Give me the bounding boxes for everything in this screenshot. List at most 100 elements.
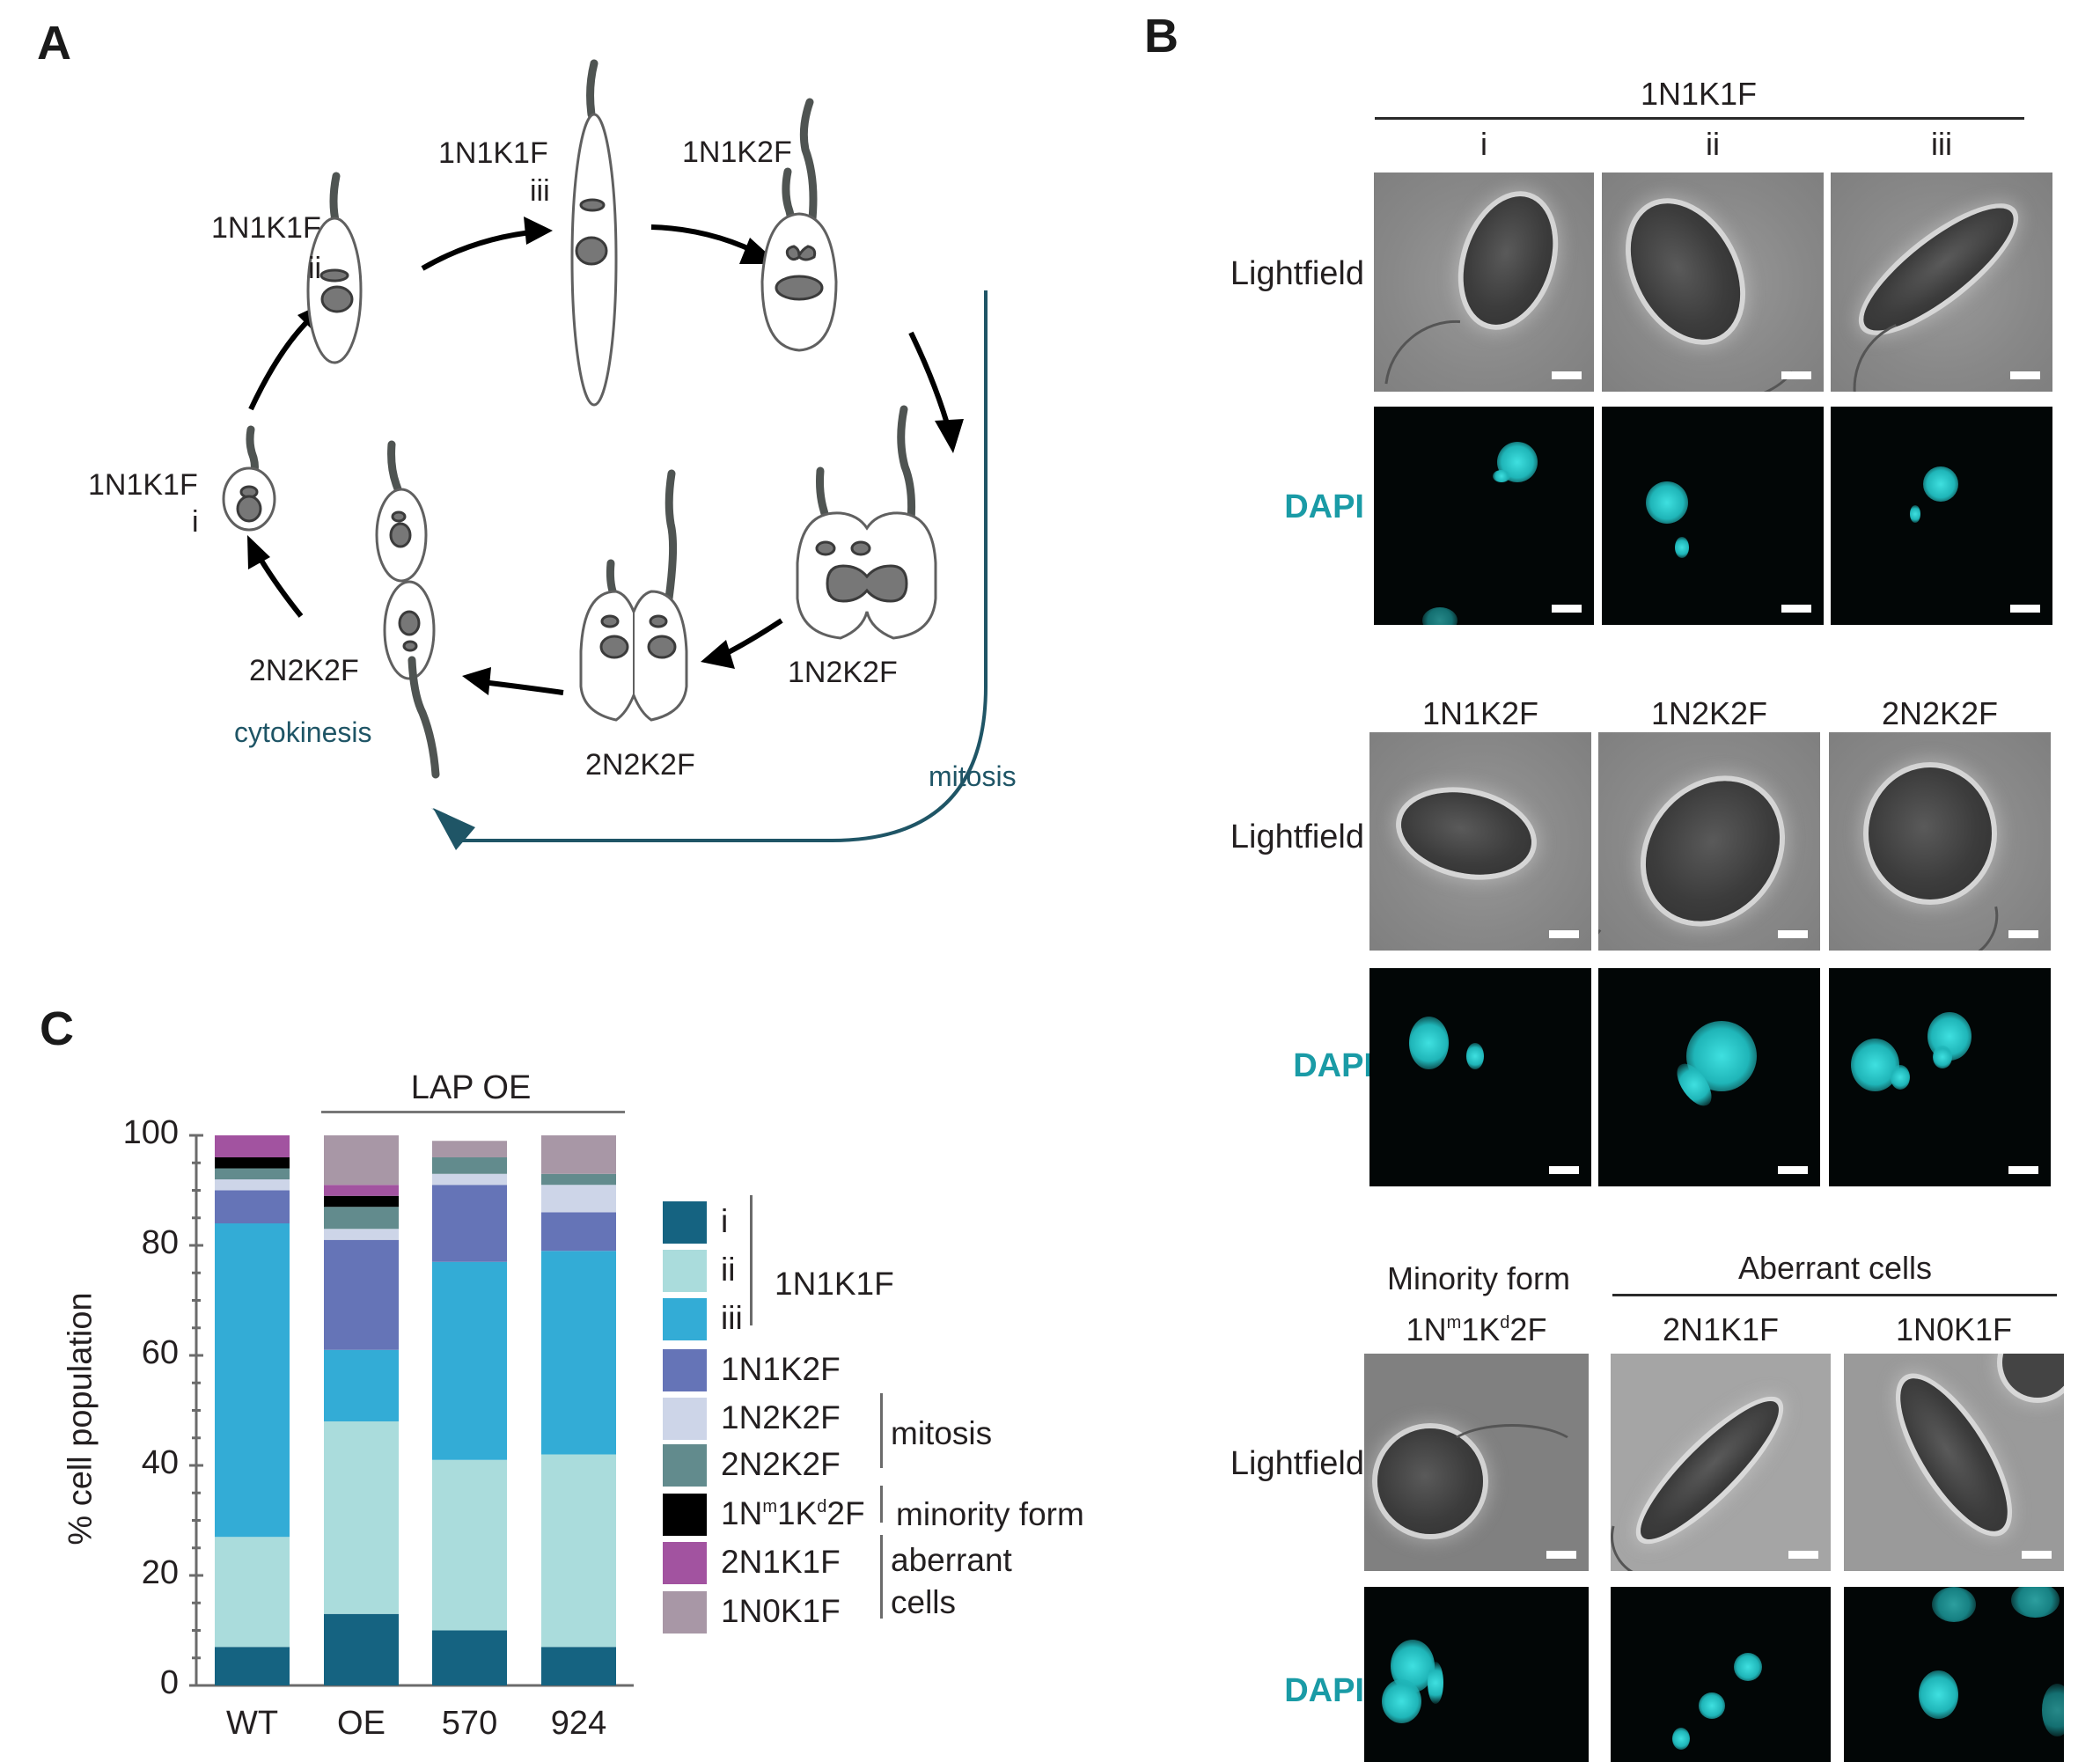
legend-swatch	[663, 1298, 707, 1340]
x-tick-label: 570	[441, 1705, 498, 1742]
bar-segment-wt-2n2k2f	[215, 1168, 290, 1179]
bar-segment-oe-iii	[324, 1349, 399, 1421]
col-label-iii: iii	[1931, 126, 1952, 162]
bar-segment-oe-ii	[324, 1421, 399, 1614]
y-tick-label: 40	[141, 1444, 179, 1481]
row-label-lightfield-1: Lightfield	[1230, 255, 1364, 292]
mitosis-label: mitosis	[929, 760, 1017, 792]
bar-segment-wt-ii	[215, 1537, 290, 1648]
cytokinesis-label: cytokinesis	[234, 716, 372, 748]
col-label-i: i	[1480, 126, 1487, 162]
legend-swatch	[663, 1444, 707, 1487]
stage-label-1n1k2f: 1N1K2F	[682, 136, 792, 169]
stacked-bar-chart	[189, 1134, 634, 1687]
bar-segment-570-2n2k2f	[432, 1157, 507, 1174]
legend-label: 1N2K2F	[721, 1399, 841, 1435]
bar-segment-oe-i	[324, 1613, 399, 1685]
legend-group-cells: cells	[891, 1584, 957, 1620]
cell-1n1k1f-i	[222, 425, 276, 532]
row-label-dapi-2: DAPI	[1293, 1047, 1373, 1084]
row-label-dapi-1: DAPI	[1284, 488, 1364, 525]
group1-rule	[1375, 117, 2024, 120]
x-tick-label: OE	[337, 1705, 385, 1742]
micrograph-dapi-2n2k2f	[1829, 968, 2051, 1186]
scale-bar	[2022, 1551, 2052, 1559]
micrograph-dapi-i	[1374, 407, 1594, 625]
micrograph-dapi-1n2k2f	[1598, 968, 1820, 1186]
bar-segment-924-2n2k2f	[541, 1173, 616, 1186]
col-label-2n2k2f: 2N2K2F	[1881, 695, 1999, 731]
label-part: 1N	[1406, 1311, 1447, 1347]
bar-segment-wt-i	[215, 1647, 290, 1685]
bar-segment-570-1n0k1f	[432, 1141, 507, 1157]
legend-swatch	[663, 1201, 707, 1244]
legend-swatch	[663, 1591, 707, 1634]
legend-swatch	[663, 1349, 707, 1391]
y-tick-label: 100	[122, 1114, 179, 1151]
label-sup: d	[1500, 1313, 1510, 1333]
scale-bar	[2010, 371, 2040, 379]
bar-segment-oe-1n0k1f	[324, 1135, 399, 1186]
x-tick-label: WT	[225, 1705, 279, 1742]
panel-c-letter: C	[40, 1002, 74, 1055]
legend-label: 2N2K2F	[721, 1446, 841, 1482]
legend-swatch	[663, 1398, 707, 1440]
bar-segment-wt-iii	[215, 1223, 290, 1538]
scale-bar	[2008, 930, 2038, 938]
cell-cycle-diagram: 1N1K1F i 1N1K1F ii 1N1K1F iii 1N1K2F 1N2…	[88, 59, 1017, 850]
x-tick-label: 924	[550, 1705, 607, 1742]
legend-label: 1N0K1F	[721, 1593, 841, 1629]
col-label-minority: 1Nm1Kd2F	[1364, 1311, 1589, 1348]
legend-label: i	[721, 1203, 729, 1239]
group1-header: 1N1K1F	[1640, 76, 1758, 112]
bar-segment-wt-2n1k1f	[215, 1135, 290, 1157]
scale-bar	[1778, 1166, 1808, 1174]
micrograph-lightfield-minority	[1364, 1354, 1589, 1571]
scale-bar	[1781, 605, 1811, 613]
micrograph-dapi-1n0k1f	[1844, 1587, 2064, 1762]
col-label-1n0k1f: 1N0K1F	[1895, 1311, 2013, 1347]
label-part: 2F	[1509, 1311, 1547, 1347]
col-label-2n1k1f: 2N1K1F	[1662, 1311, 1780, 1347]
micrograph-lightfield-1n1k2f	[1369, 732, 1591, 951]
micrograph-dapi-1n1k2f	[1369, 968, 1591, 1186]
scale-bar	[1549, 1166, 1579, 1174]
row-label-lightfield-3: Lightfield	[1230, 1445, 1364, 1482]
bar-segment-924-i	[541, 1647, 616, 1685]
bar-segment-570-iii	[432, 1261, 507, 1460]
stage-sublabel-ii: ii	[308, 252, 321, 285]
bar-segment-wt-1n1k2f	[215, 1190, 290, 1223]
y-tick-label: 80	[141, 1224, 179, 1261]
bar-segment-wt-1nm1kd2f	[215, 1157, 290, 1169]
micrograph-lightfield-ii	[1602, 173, 1824, 392]
legend-bracket-1n1k1f	[750, 1195, 753, 1325]
stage-label-2n2k2f-cytokinesis: 2N2K2F	[249, 654, 359, 687]
cell-1n1k1f-iii	[570, 59, 618, 407]
y-tick-label: 20	[141, 1554, 179, 1591]
micrograph-dapi-2n1k1f	[1611, 1587, 1831, 1762]
aberrant-cells-header: Aberrant cells	[1737, 1250, 1933, 1286]
micrograph-dapi-iii	[1831, 407, 2052, 625]
row-label-lightfield-2: Lightfield	[1230, 819, 1364, 855]
bar-segment-570-ii	[432, 1459, 507, 1631]
legend-swatch	[663, 1494, 707, 1536]
scale-bar	[1549, 930, 1579, 938]
scale-bar	[1778, 930, 1808, 938]
minority-form-header: Minority form	[1386, 1260, 1571, 1296]
micrograph-dapi-ii	[1602, 407, 1824, 625]
legend-group-mitosis: mitosis	[891, 1415, 993, 1451]
bar-segment-924-1n1k2f	[541, 1212, 616, 1252]
label-part: 1K	[1461, 1311, 1501, 1347]
bar-segment-570-i	[432, 1630, 507, 1685]
legend-group-1n1k1f: 1N1K1F	[775, 1266, 894, 1302]
bar-segment-924-1n2k2f	[541, 1185, 616, 1213]
scale-bar	[2010, 605, 2040, 613]
row-label-dapi-3: DAPI	[1284, 1672, 1364, 1709]
stage-sublabel-i: i	[192, 505, 199, 539]
panel-b-letter: B	[1144, 10, 1178, 62]
lap-oe-rule	[321, 1111, 625, 1113]
panel-a-letter: A	[37, 17, 71, 70]
stage-label-2n2k2f-mitosis: 2N2K2F	[585, 748, 695, 782]
bar-segment-wt-1n2k2f	[215, 1179, 290, 1191]
bar-segment-oe-1n1k2f	[324, 1239, 399, 1350]
